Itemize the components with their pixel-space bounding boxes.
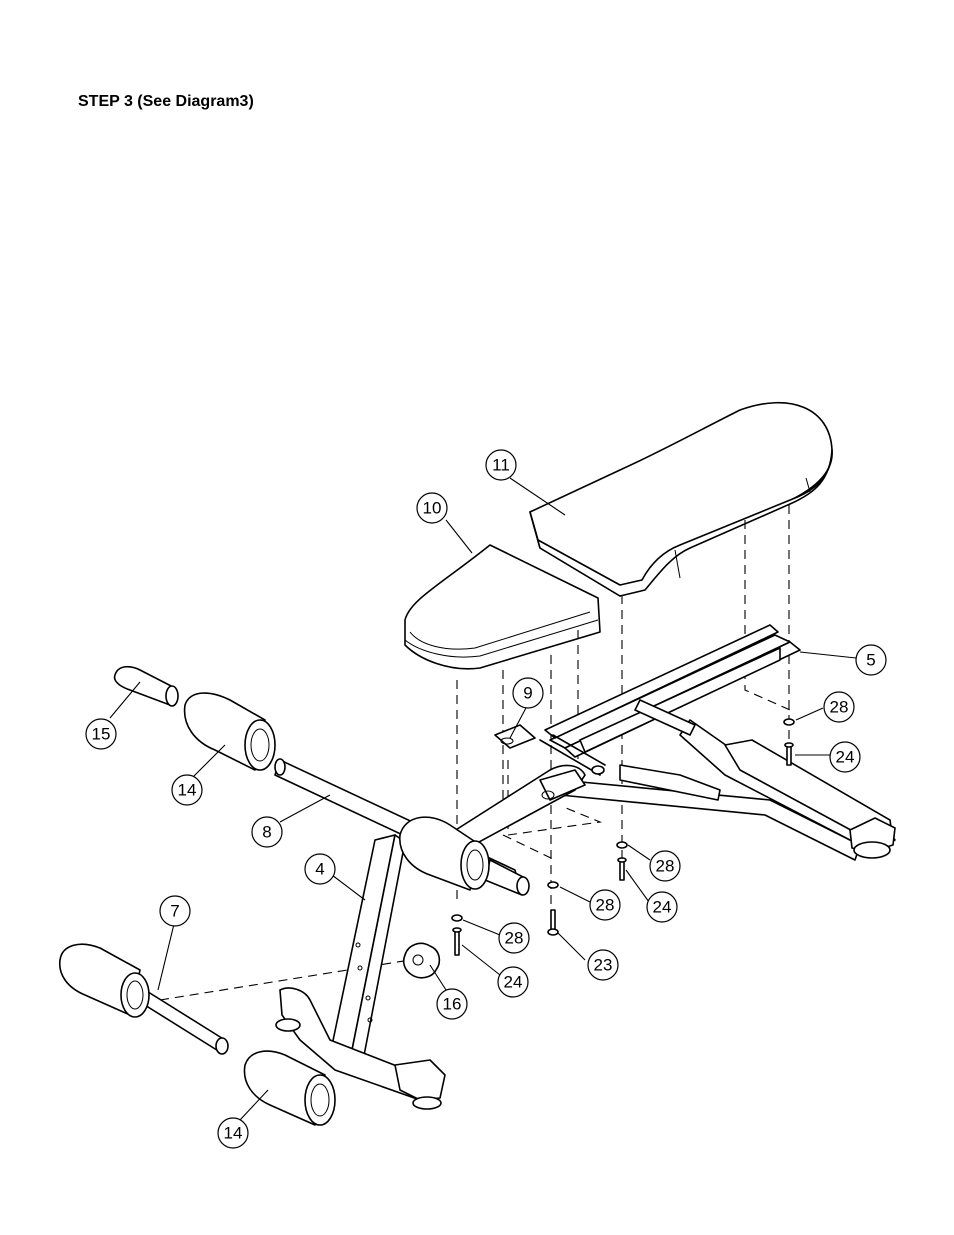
step-title: STEP 3 (See Diagram3) — [78, 93, 254, 110]
callout-28-mid: 28 — [589, 889, 621, 921]
seat-pad — [529, 401, 833, 597]
hardware — [451, 718, 795, 956]
callout-28-center: 28 — [649, 850, 681, 882]
svg-text:9: 9 — [523, 684, 532, 703]
callout-11: 11 — [485, 449, 517, 481]
svg-text:7: 7 — [170, 902, 179, 921]
svg-text:24: 24 — [653, 898, 672, 917]
pop-pin-knob — [402, 942, 441, 979]
svg-text:10: 10 — [423, 499, 442, 518]
callout-9: 9 — [512, 677, 544, 709]
callout-14-upper: 14 — [171, 774, 203, 806]
callout-8: 8 — [251, 816, 283, 848]
svg-text:14: 14 — [224, 1124, 243, 1143]
callout-4: 4 — [304, 853, 336, 885]
callout-23: 23 — [587, 949, 619, 981]
main-rail — [539, 624, 801, 776]
svg-text:15: 15 — [92, 725, 111, 744]
leader-lines — [109, 477, 857, 1121]
svg-text:4: 4 — [315, 860, 324, 879]
callout-28-left: 28 — [498, 922, 530, 954]
svg-text:14: 14 — [178, 781, 197, 800]
svg-text:28: 28 — [656, 857, 675, 876]
callout-7: 7 — [159, 895, 191, 927]
bench-frame — [275, 699, 896, 1110]
back-pad — [404, 544, 601, 670]
lower-roller-assembly — [59, 943, 336, 1126]
callout-14-lower: 14 — [217, 1117, 249, 1149]
svg-text:8: 8 — [262, 823, 271, 842]
svg-text:24: 24 — [836, 748, 855, 767]
svg-text:23: 23 — [594, 956, 613, 975]
callout-15: 15 — [85, 718, 117, 750]
svg-text:5: 5 — [866, 651, 875, 670]
callout-24-right: 24 — [829, 741, 861, 773]
callout-10: 10 — [416, 492, 448, 524]
svg-text:28: 28 — [596, 896, 615, 915]
callout-5: 5 — [855, 644, 887, 676]
svg-text:28: 28 — [505, 929, 524, 948]
svg-text:11: 11 — [492, 456, 510, 475]
callout-24-left: 24 — [497, 966, 529, 998]
svg-text:16: 16 — [443, 995, 462, 1014]
svg-text:28: 28 — [830, 698, 849, 717]
svg-text:24: 24 — [504, 973, 523, 992]
leg-roller-assembly — [113, 665, 530, 896]
callout-24-center: 24 — [646, 891, 678, 923]
callout-28-right: 28 — [823, 691, 855, 723]
callout-16: 16 — [436, 988, 468, 1020]
